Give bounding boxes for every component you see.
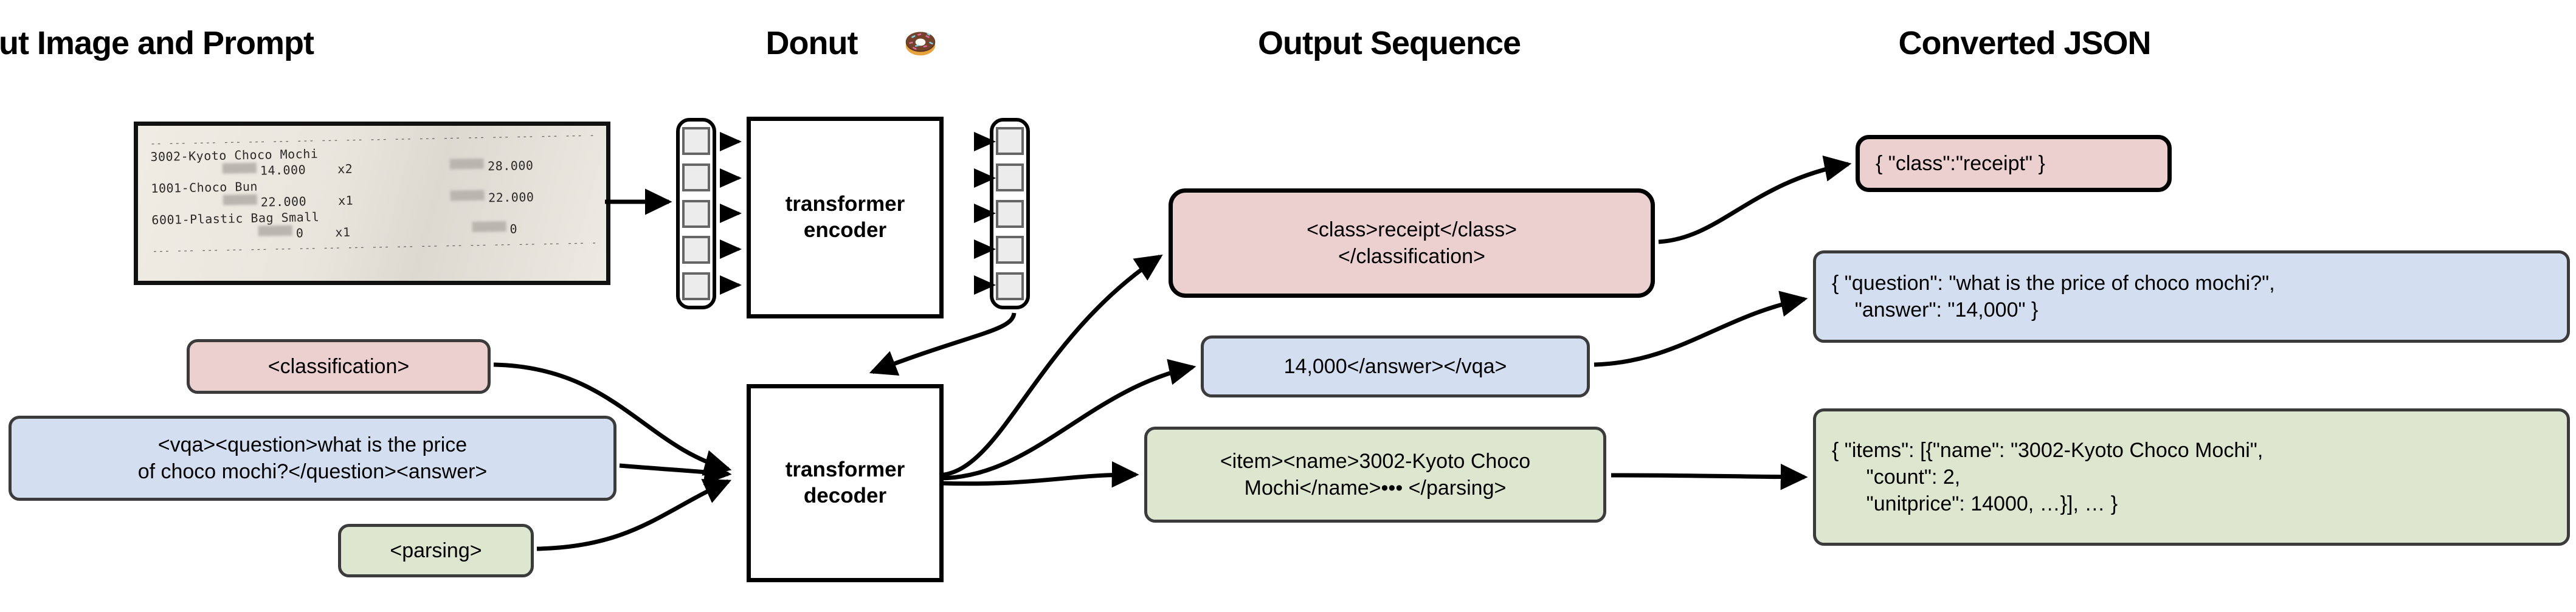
token-square [682,163,710,191]
input-receipt-image: -- --- ---- --- --- --- --- --- --- --- … [134,122,610,285]
prompt-classification-label: <classification> [268,354,410,378]
token-square [996,127,1024,155]
donut-emoji-icon [902,22,939,60]
converted-json-classification-text: { "class":"receipt" } [1876,151,2045,175]
token-square [996,272,1024,300]
output-classification-label: <class>receipt</class> </classification> [1307,218,1517,268]
prompt-parsing-box[interactable]: <parsing> [338,524,534,577]
output-parsing-label: <item><name>3002-Kyoto Choco Mochi</name… [1220,449,1531,500]
transformer-decoder-block: transformer decoder [747,384,944,582]
transformer-decoder-label: transformer decoder [785,458,905,507]
converted-json-classification-box[interactable]: { "class":"receipt" } [1856,135,2172,192]
header-donut: Donut [765,25,858,61]
header-converted-json: Converted JSON [1898,25,2151,61]
transformer-encoder-label: transformer encoder [785,192,905,242]
prompt-vqa-box[interactable]: <vqa><question>what is the price of choc… [9,416,616,501]
converted-json-parsing-box[interactable]: { "items": [{"name": "3002-Kyoto Choco M… [1813,408,2570,546]
receipt-paper [138,126,606,281]
output-classification-box[interactable]: <class>receipt</class> </classification> [1169,188,1655,298]
header-output-sequence: Output Sequence [1257,25,1521,61]
converted-json-parsing-text: { "items": [{"name": "3002-Kyoto Choco M… [1832,438,2263,516]
converted-json-vqa-text: { "question": "what is the price of choc… [1832,271,2275,321]
transformer-encoder-block: transformer encoder [747,117,944,318]
prompt-parsing-label: <parsing> [390,538,482,562]
token-square [996,236,1024,264]
converted-json-vqa-box[interactable]: { "question": "what is the price of choc… [1813,250,2570,343]
prompt-classification-box[interactable]: <classification> [187,339,491,394]
token-square [682,236,710,264]
output-vqa-box[interactable]: 14,000</answer></vqa> [1201,335,1590,397]
token-square [682,199,710,228]
prompt-vqa-label: <vqa><question>what is the price of choc… [137,433,488,483]
header-input-image-and-prompt: Input Image and Prompt [0,25,314,61]
token-square [682,272,710,300]
output-parsing-box[interactable]: <item><name>3002-Kyoto Choco Mochi</name… [1144,427,1606,523]
token-square [996,199,1024,228]
encoder-input-token-column [676,118,716,309]
token-square [682,127,710,155]
output-vqa-label: 14,000</answer></vqa> [1283,354,1507,378]
token-square [996,163,1024,191]
